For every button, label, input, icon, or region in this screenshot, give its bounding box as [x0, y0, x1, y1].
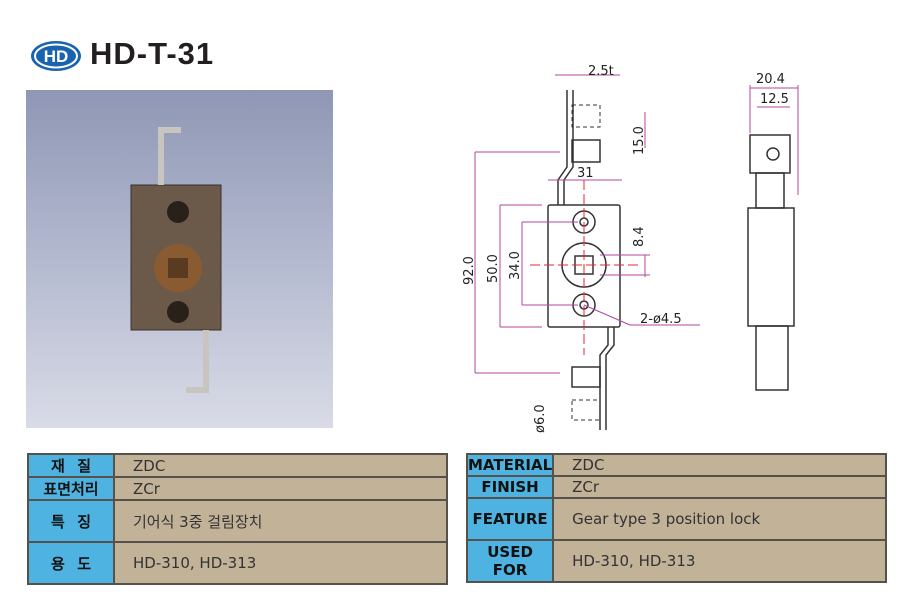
svg-text:31: 31	[577, 166, 594, 181]
svg-text:92.0: 92.0	[462, 256, 477, 285]
value-used-for-en: HD-310, HD-313	[552, 539, 887, 583]
svg-text:8.4: 8.4	[632, 226, 647, 247]
label-finish-ko: 표면처리	[27, 476, 115, 501]
label-used-for: USED FOR	[465, 539, 555, 583]
product-title: HD-T-31	[90, 36, 215, 71]
svg-text:2.5t: 2.5t	[588, 64, 614, 79]
value-material-en: ZDC	[552, 453, 887, 477]
product-photo	[26, 90, 333, 428]
svg-text:34.0: 34.0	[508, 251, 523, 280]
label-finish: FINISH	[465, 475, 555, 499]
svg-text:ø6.0: ø6.0	[533, 404, 548, 433]
label-feature: FEATURE	[465, 497, 555, 541]
svg-text:12.5: 12.5	[760, 92, 789, 107]
svg-text:15.0: 15.0	[632, 126, 647, 155]
svg-text:50.0: 50.0	[486, 254, 501, 283]
value-feature: 기어식 3중 걸림장치	[113, 499, 448, 543]
value-material: ZDC	[113, 453, 448, 478]
svg-text:HD: HD	[44, 47, 69, 66]
label-material: MATERIAL	[465, 453, 555, 477]
value-used-for: HD-310, HD-313	[113, 541, 448, 585]
value-finish-en: ZCr	[552, 475, 887, 499]
svg-text:20.4: 20.4	[756, 72, 785, 87]
technical-drawing: 2.5t 15.0 31 8.4 92.0 50.0 34.0 2-ø4.5 ø…	[462, 64, 799, 433]
label-use-ko-2: 도	[77, 554, 91, 573]
label-feature-ko-2: 징	[77, 512, 91, 531]
label-material-ko: 재	[51, 457, 65, 475]
label-use-ko: 용	[51, 554, 65, 573]
label-material-ko-2: 질	[77, 457, 91, 475]
svg-text:2-ø4.5: 2-ø4.5	[640, 312, 682, 327]
value-feature-en: Gear type 3 position lock	[552, 497, 887, 541]
value-finish: ZCr	[113, 476, 448, 501]
hd-logo: HD	[31, 41, 81, 71]
label-feature-ko: 특	[51, 512, 65, 531]
